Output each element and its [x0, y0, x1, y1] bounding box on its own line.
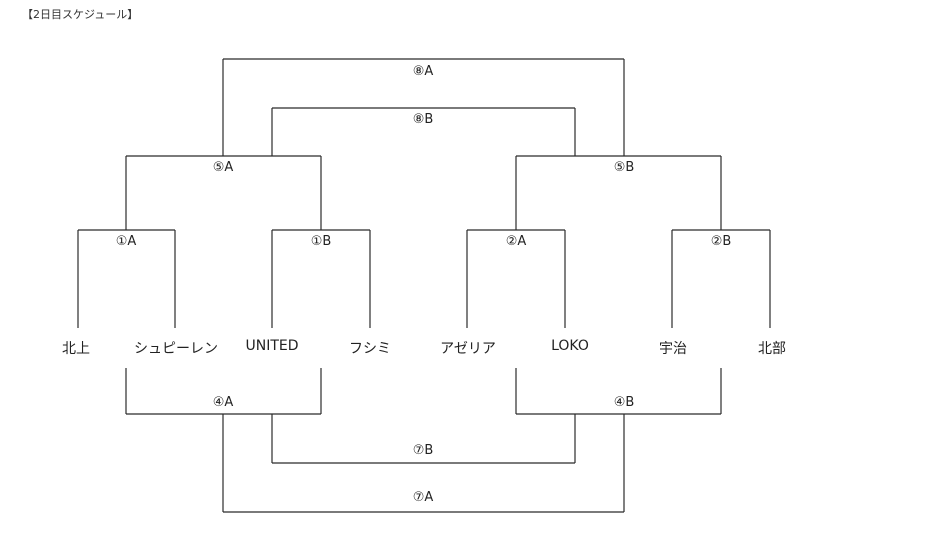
- upper-round1-lines: [77, 229, 771, 328]
- match-label-7a: ⑦A: [412, 490, 434, 505]
- team-name: シュピーレン: [134, 341, 218, 357]
- match-label-5b: ⑤B: [613, 160, 635, 175]
- page-title: 【2日目スケジュール】: [22, 8, 139, 21]
- team-name: 北上: [62, 341, 90, 357]
- match-label-8a: ⑧A: [412, 64, 434, 79]
- upper-round3-lines: [222, 58, 625, 156]
- match-label-1b: ①B: [310, 234, 332, 249]
- lower-round2-lines: [222, 414, 625, 513]
- team-name: LOKO: [551, 338, 589, 354]
- match-label-8b: ⑧B: [412, 112, 434, 127]
- match-label-1a: ①A: [115, 234, 137, 249]
- match-label-4b: ④B: [613, 395, 635, 410]
- match-label-5a: ⑤A: [212, 160, 234, 175]
- match-label-2a: ②A: [505, 234, 527, 249]
- match-label-4a: ④A: [212, 395, 234, 410]
- team-name: 北部: [758, 341, 786, 357]
- team-name: UNITED: [245, 338, 299, 354]
- match-label-7b: ⑦B: [412, 443, 434, 458]
- match-label-2b: ②B: [710, 234, 732, 249]
- team-name: 宇治: [659, 341, 687, 357]
- team-name: アゼリア: [440, 341, 496, 357]
- team-name: フシミ: [349, 341, 391, 357]
